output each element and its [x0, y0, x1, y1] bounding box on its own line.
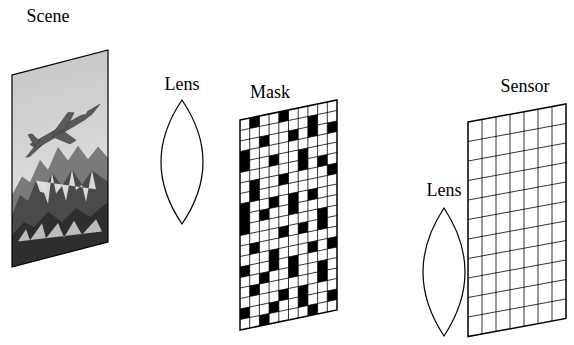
part-label: Mask: [250, 82, 290, 103]
part-label: Lens: [165, 74, 200, 95]
coded-mask: [240, 100, 337, 330]
part-label: Lens: [427, 180, 462, 201]
sensor-grid: [468, 104, 566, 337]
scene-image: [12, 50, 108, 267]
part-label: Scene: [27, 6, 70, 27]
lens-shape: [161, 100, 203, 224]
part-label: Sensor: [501, 76, 550, 97]
lens-shape: [423, 208, 465, 336]
